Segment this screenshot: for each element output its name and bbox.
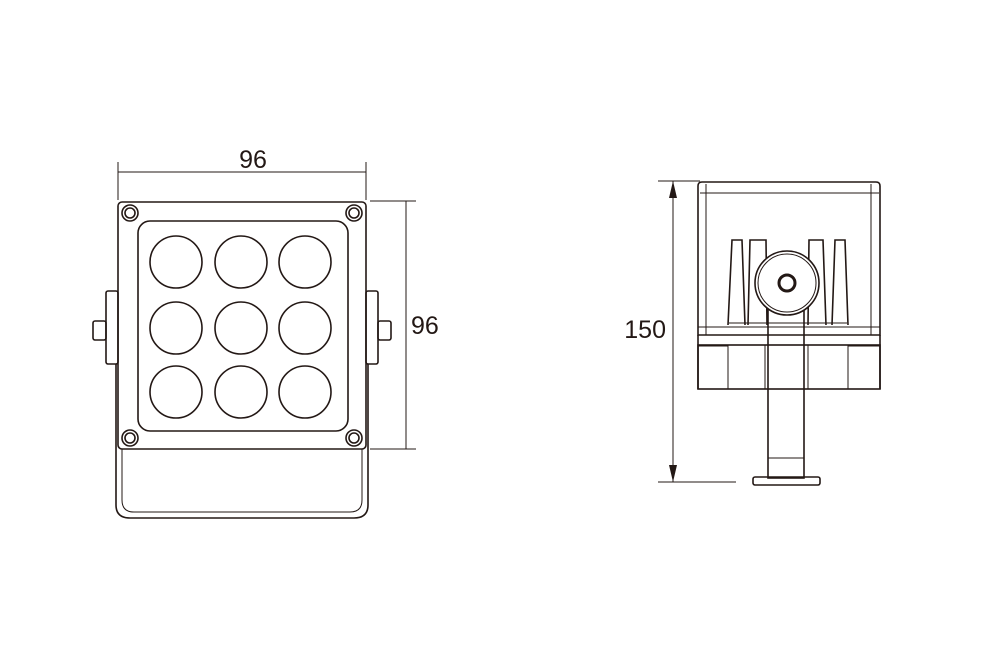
side-height-label: 150 — [624, 316, 666, 344]
led-lens — [278, 301, 332, 355]
front-view: 96 96 — [92, 146, 439, 519]
lens-panel — [137, 220, 349, 432]
height-label: 96 — [411, 312, 439, 340]
led-lens — [149, 301, 203, 355]
led-lens — [149, 365, 203, 419]
side-view: 150 — [624, 180, 881, 486]
led-lens — [278, 365, 332, 419]
side-height-dimension: 150 — [624, 180, 736, 483]
screws — [121, 204, 363, 447]
housing — [117, 201, 367, 450]
led-lens — [214, 301, 268, 355]
led-lens — [149, 235, 203, 289]
pivot-hub — [754, 250, 820, 316]
width-dimension: 96 — [117, 146, 367, 200]
led-lens — [214, 235, 268, 289]
led-lens — [214, 365, 268, 419]
width-label: 96 — [239, 146, 267, 174]
lens-grid — [149, 235, 332, 419]
screw-icon — [121, 429, 139, 447]
mounting-stem — [752, 299, 821, 486]
screw-icon — [345, 429, 363, 447]
height-dimension: 96 — [370, 200, 439, 450]
screw-icon — [345, 204, 363, 222]
screw-icon — [121, 204, 139, 222]
side-housing — [697, 181, 881, 390]
led-lens — [278, 235, 332, 289]
